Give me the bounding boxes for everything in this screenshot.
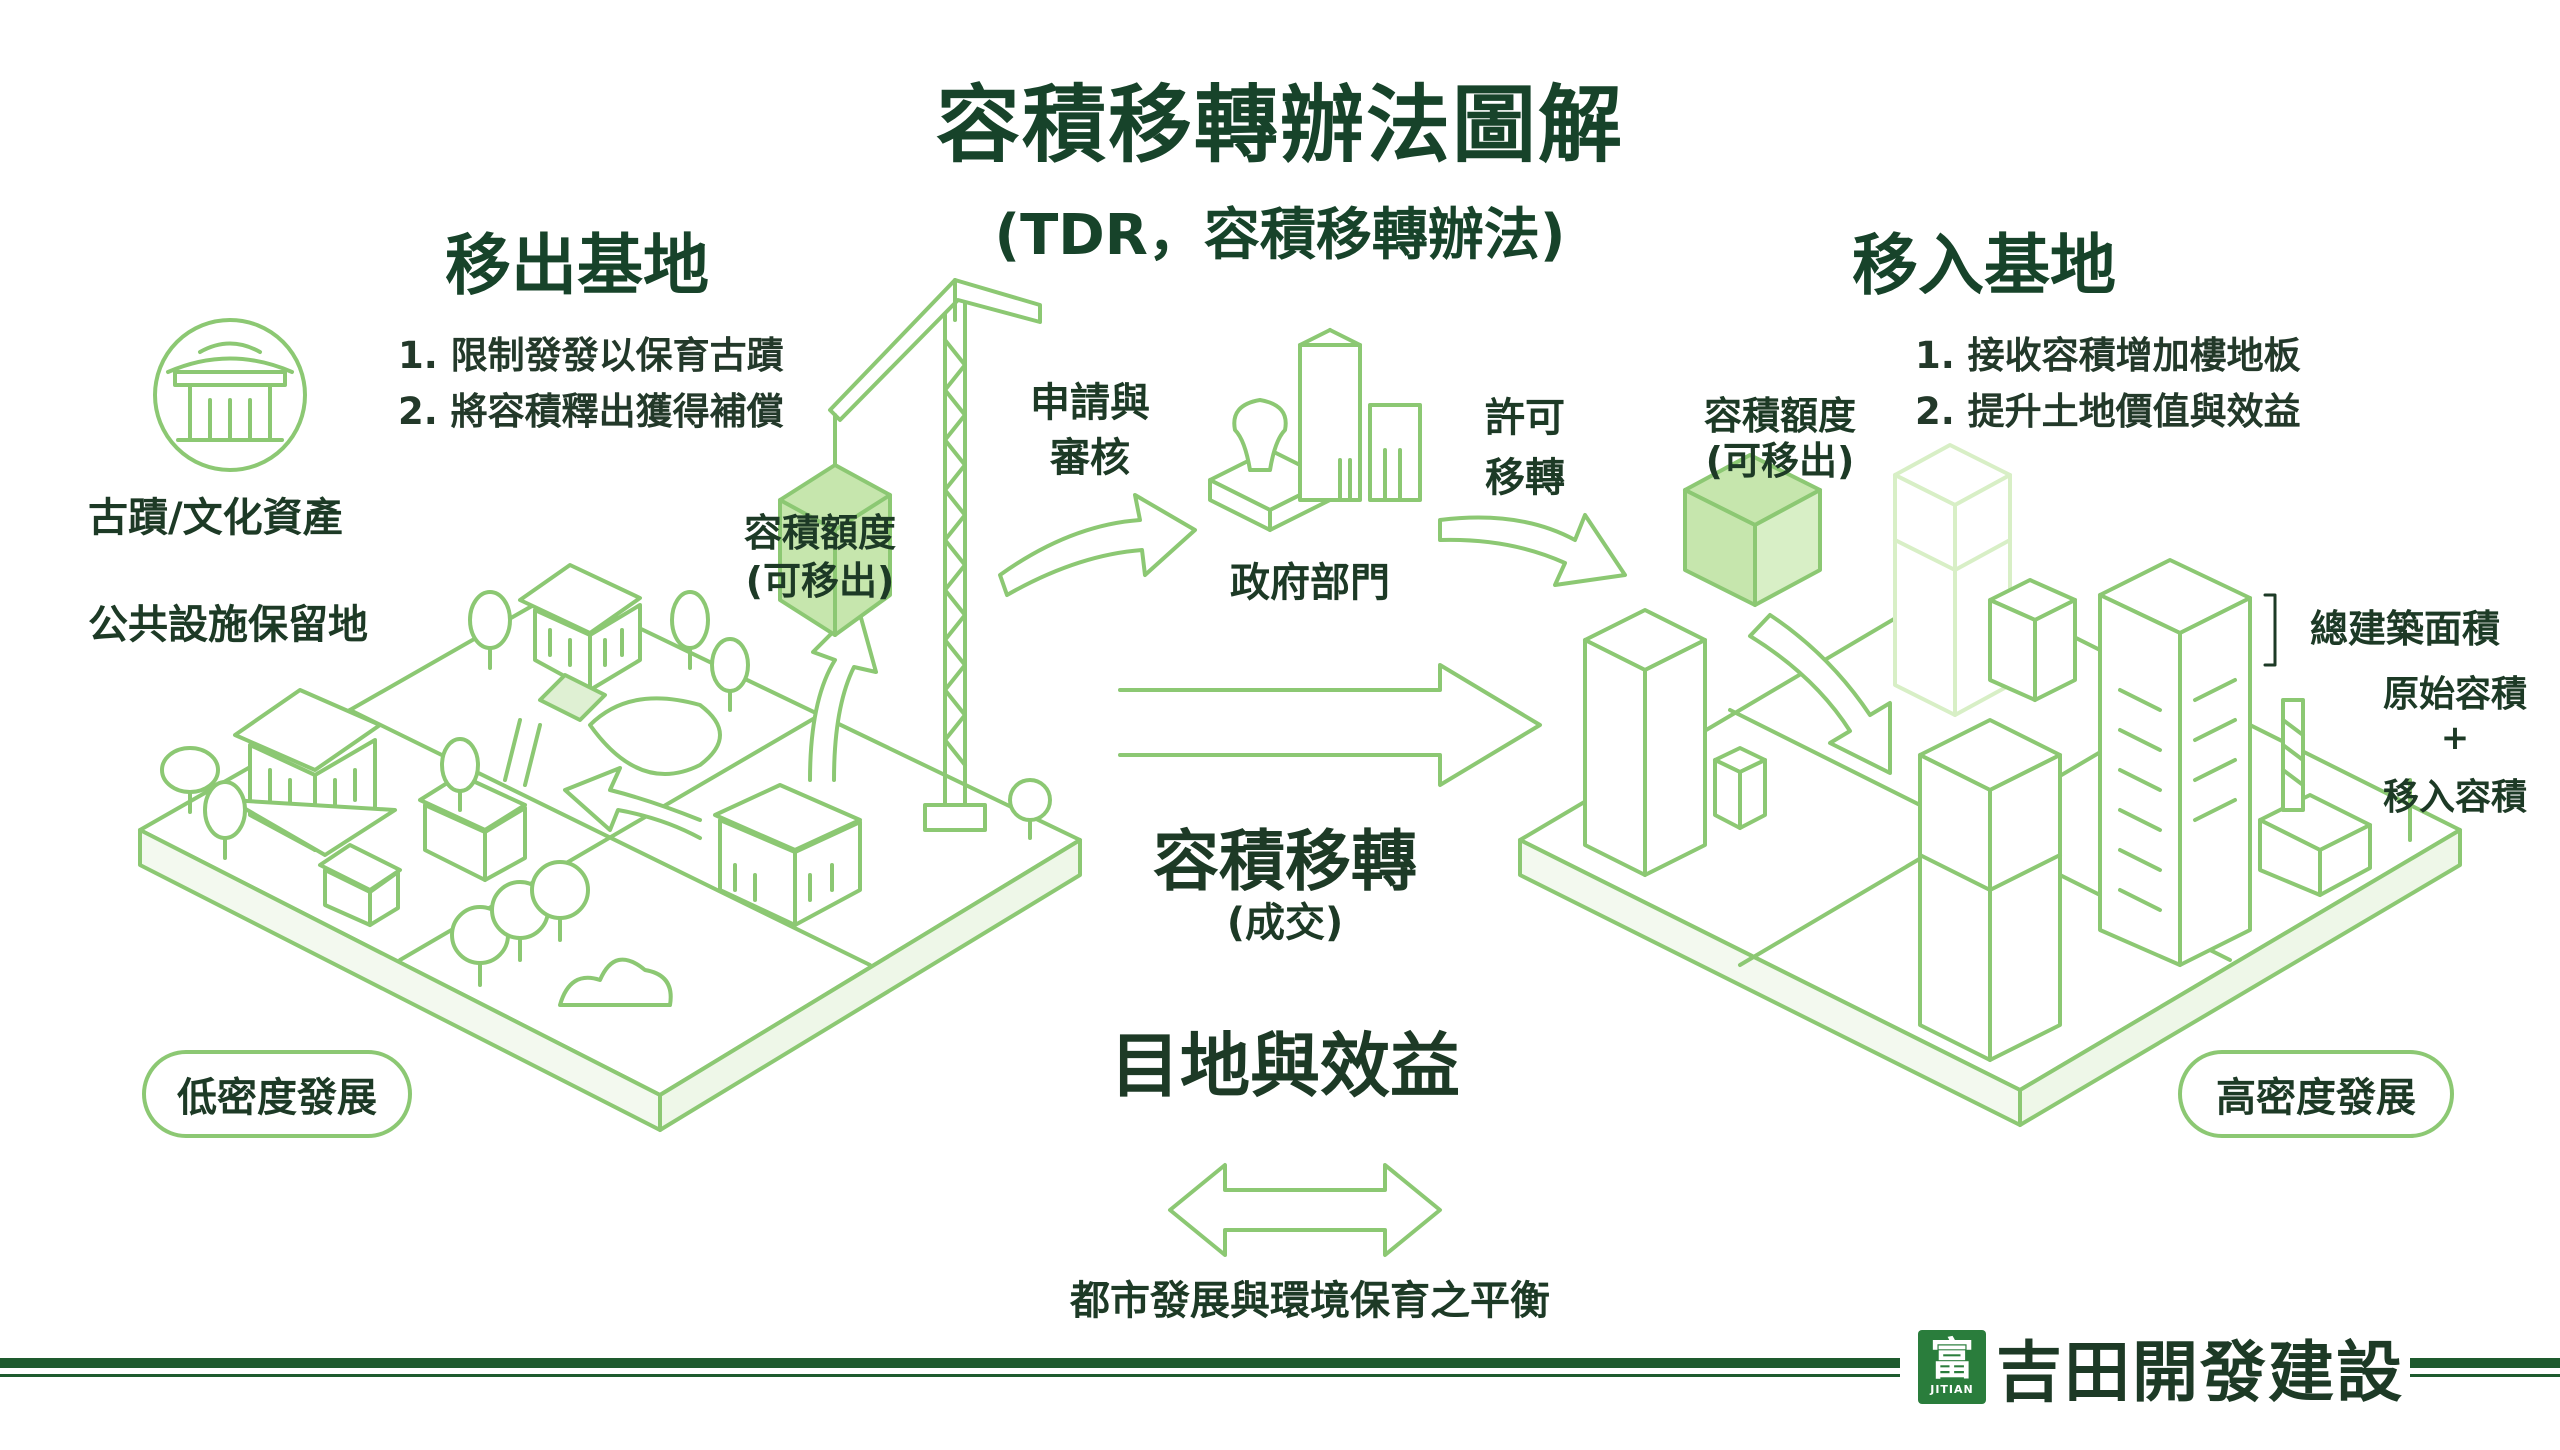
crane-icon — [778, 278, 1042, 832]
bracket — [2263, 593, 2277, 667]
permit-label: 許可 — [1485, 395, 1565, 441]
low-density-badge: 低密度發展 — [142, 1050, 412, 1138]
right-quota-sub: (可移出) — [1705, 439, 1855, 483]
right-heading: 移入基地 — [1852, 227, 2116, 304]
plus-sign: + — [2440, 718, 2470, 758]
label-heritage: 古蹟/文化資產 — [88, 495, 343, 541]
right-item-2: 2. 提升土地價值與效益 — [1915, 390, 2301, 433]
left-item-2: 2. 將容積釋出獲得補償 — [398, 390, 784, 433]
crane-quota-label: 容積額度 — [743, 511, 896, 555]
top-temple — [518, 563, 642, 692]
gov-label: 政府部門 — [1230, 560, 1390, 606]
original-capacity-label: 原始容積 — [2382, 674, 2527, 715]
transfer-verb-label: 移轉 — [1485, 455, 1565, 501]
left-arrows — [563, 605, 878, 840]
page-subtitle: (TDR，容積移轉辦法) — [994, 203, 1566, 268]
arrow-down — [1748, 613, 1892, 775]
transfer-title: 容積移轉 — [1153, 823, 1417, 900]
footer-rule — [0, 1358, 2560, 1377]
arrow-right-icon — [1118, 663, 1542, 787]
goal-title: 目地與效益 — [1110, 1025, 1460, 1107]
total-area-label: 總建築面積 — [2310, 607, 2501, 651]
brand-small-text: JITIAN — [1930, 1383, 1974, 1396]
right-cube — [1683, 453, 1822, 607]
high-density-badge: 高密度發展 — [2178, 1050, 2454, 1138]
temple-icon — [153, 318, 307, 472]
apply-label: 申請與 — [1030, 380, 1150, 426]
brand-logo: 富 JITIAN 吉田開發建設 — [1918, 1330, 2404, 1411]
pond — [503, 673, 722, 787]
brand-mark-icon: 富 JITIAN — [1918, 1330, 1986, 1404]
left-platform — [138, 588, 1082, 1132]
left-heading: 移出基地 — [445, 227, 709, 304]
right-item-1: 1. 接收容積增加樓地板 — [1915, 334, 2301, 377]
review-label: 審核 — [1050, 435, 1130, 481]
label-public: 公共設施保留地 — [88, 602, 368, 648]
deal-label: (成交) — [1226, 900, 1344, 946]
brand-glyph: 富 — [1930, 1334, 1974, 1385]
crane-quota-sub: (可移出) — [745, 559, 895, 603]
stamp-icon — [1208, 328, 1422, 532]
arrow-apply — [998, 493, 1197, 597]
page-title: 容積移轉辦法圖解 — [935, 76, 1624, 174]
trees — [160, 590, 1052, 1007]
balance-label: 都市發展與環境保育之平衡 — [1070, 1278, 1550, 1324]
incoming-capacity-label: 移入容積 — [2382, 777, 2527, 818]
left-temple — [228, 688, 397, 857]
left-item-1: 1. 限制發發以保育古蹟 — [398, 334, 784, 377]
arrow-permit — [1438, 513, 1627, 587]
right-buildings — [1583, 443, 2412, 1062]
brand-name: 吉田開發建設 — [1996, 1334, 2404, 1411]
right-quota-label: 容積額度 — [1703, 394, 1856, 438]
small-houses — [318, 773, 862, 927]
double-arrow-icon — [1168, 1163, 1442, 1257]
